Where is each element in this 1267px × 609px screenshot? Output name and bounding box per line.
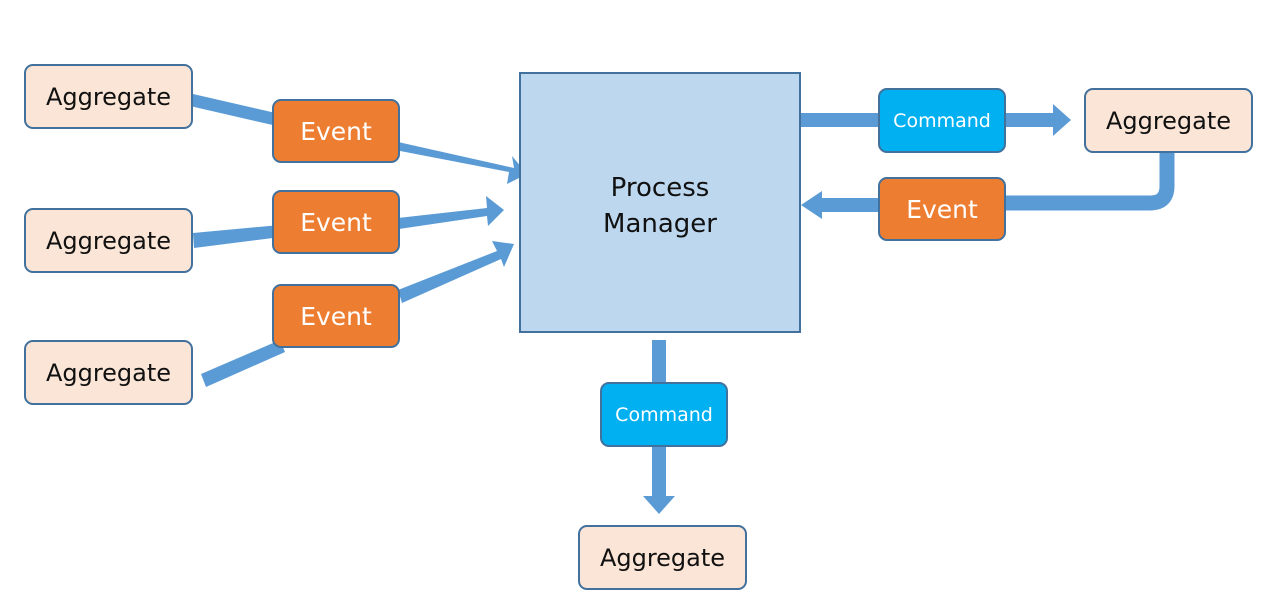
event-label: Event	[300, 207, 372, 237]
command-label: Command	[893, 109, 991, 132]
command-label: Command	[615, 403, 713, 426]
arrow-aggregate3-to-event3	[201, 340, 285, 387]
process-manager-box: Process Manager	[519, 72, 801, 333]
arrow-bottom-command-to-aggregate	[643, 446, 675, 514]
event-box-right: Event	[878, 177, 1006, 241]
aggregate-label: Aggregate	[1105, 106, 1232, 135]
event-label: Event	[300, 116, 372, 146]
event-box-input-2: Event	[272, 190, 400, 254]
event-box-input-1: Event	[272, 99, 400, 163]
process-manager-label-line2: Manager	[603, 209, 717, 239]
event-label: Event	[906, 194, 978, 224]
arrow-event3-to-manager	[398, 241, 514, 303]
aggregate-label: Aggregate	[599, 543, 726, 572]
aggregate-label: Aggregate	[45, 358, 172, 387]
arrow-aggregate2-to-event2	[193, 225, 281, 248]
arrow-event2-to-manager	[398, 196, 504, 229]
aggregate-label: Aggregate	[45, 82, 172, 111]
event-label: Event	[300, 301, 372, 331]
arrow-aggregate-to-event-return	[1004, 152, 1175, 211]
arrow-manager-to-bottom-command	[652, 340, 666, 383]
arrow-event-to-manager	[801, 191, 881, 219]
aggregate-box-input-3: Aggregate	[24, 340, 193, 405]
arrow-command-to-aggregate	[1005, 104, 1071, 136]
command-box-bottom: Command	[600, 382, 728, 447]
command-box-right: Command	[878, 88, 1006, 153]
process-manager-label-line1: Process	[610, 173, 710, 203]
arrow-aggregate1-to-event1	[190, 94, 280, 126]
arrow-manager-to-command	[800, 113, 881, 127]
event-box-input-3: Event	[272, 284, 400, 348]
aggregate-box-input-2: Aggregate	[24, 208, 193, 273]
aggregate-box-right: Aggregate	[1084, 88, 1253, 153]
aggregate-box-bottom: Aggregate	[578, 525, 747, 590]
aggregate-box-input-1: Aggregate	[24, 64, 193, 129]
arrow-event1-to-manager	[395, 142, 527, 184]
aggregate-label: Aggregate	[45, 226, 172, 255]
